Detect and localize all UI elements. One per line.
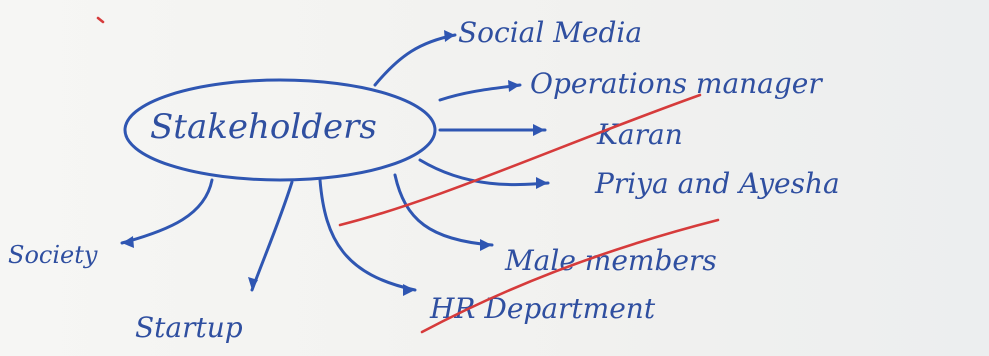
connector-startup — [250, 180, 294, 292]
arrowhead-male-members — [480, 239, 492, 251]
connector-society — [120, 178, 214, 245]
central-node-label: Stakeholders — [150, 107, 377, 147]
branch-label-operations-manager: Operations manager — [530, 67, 823, 100]
connector-hr-department — [318, 178, 417, 292]
red-tick-mark — [96, 16, 105, 24]
arrowhead-hr-department — [403, 284, 415, 296]
connector-operations-manager — [438, 83, 522, 102]
connector-male-members — [393, 173, 494, 247]
central-node-ellipse — [123, 78, 437, 182]
branch-label-male-members: Male members — [504, 244, 717, 277]
branch-label-social-media: Social Media — [458, 16, 642, 49]
arrowhead-karan — [533, 124, 545, 136]
strike-mark-lower — [420, 218, 720, 334]
branch-label-karan: Karan — [596, 118, 683, 151]
arrowhead-social-media — [444, 30, 455, 42]
branch-label-priya-ayesha: Priya and Ayesha — [594, 167, 840, 200]
arrowhead-priya-ayesha — [536, 177, 548, 189]
connector-social-media — [373, 33, 457, 87]
branch-label-startup: Startup — [135, 311, 243, 344]
branch-label-society: Society — [8, 241, 98, 269]
strike-mark-upper — [338, 93, 702, 227]
connector-priya-ayesha — [418, 158, 550, 187]
arrowhead-operations-manager — [508, 80, 520, 92]
branch-label-hr-department: HR Department — [429, 292, 656, 325]
arrowhead-startup — [248, 277, 258, 290]
arrowhead-society — [122, 236, 134, 248]
